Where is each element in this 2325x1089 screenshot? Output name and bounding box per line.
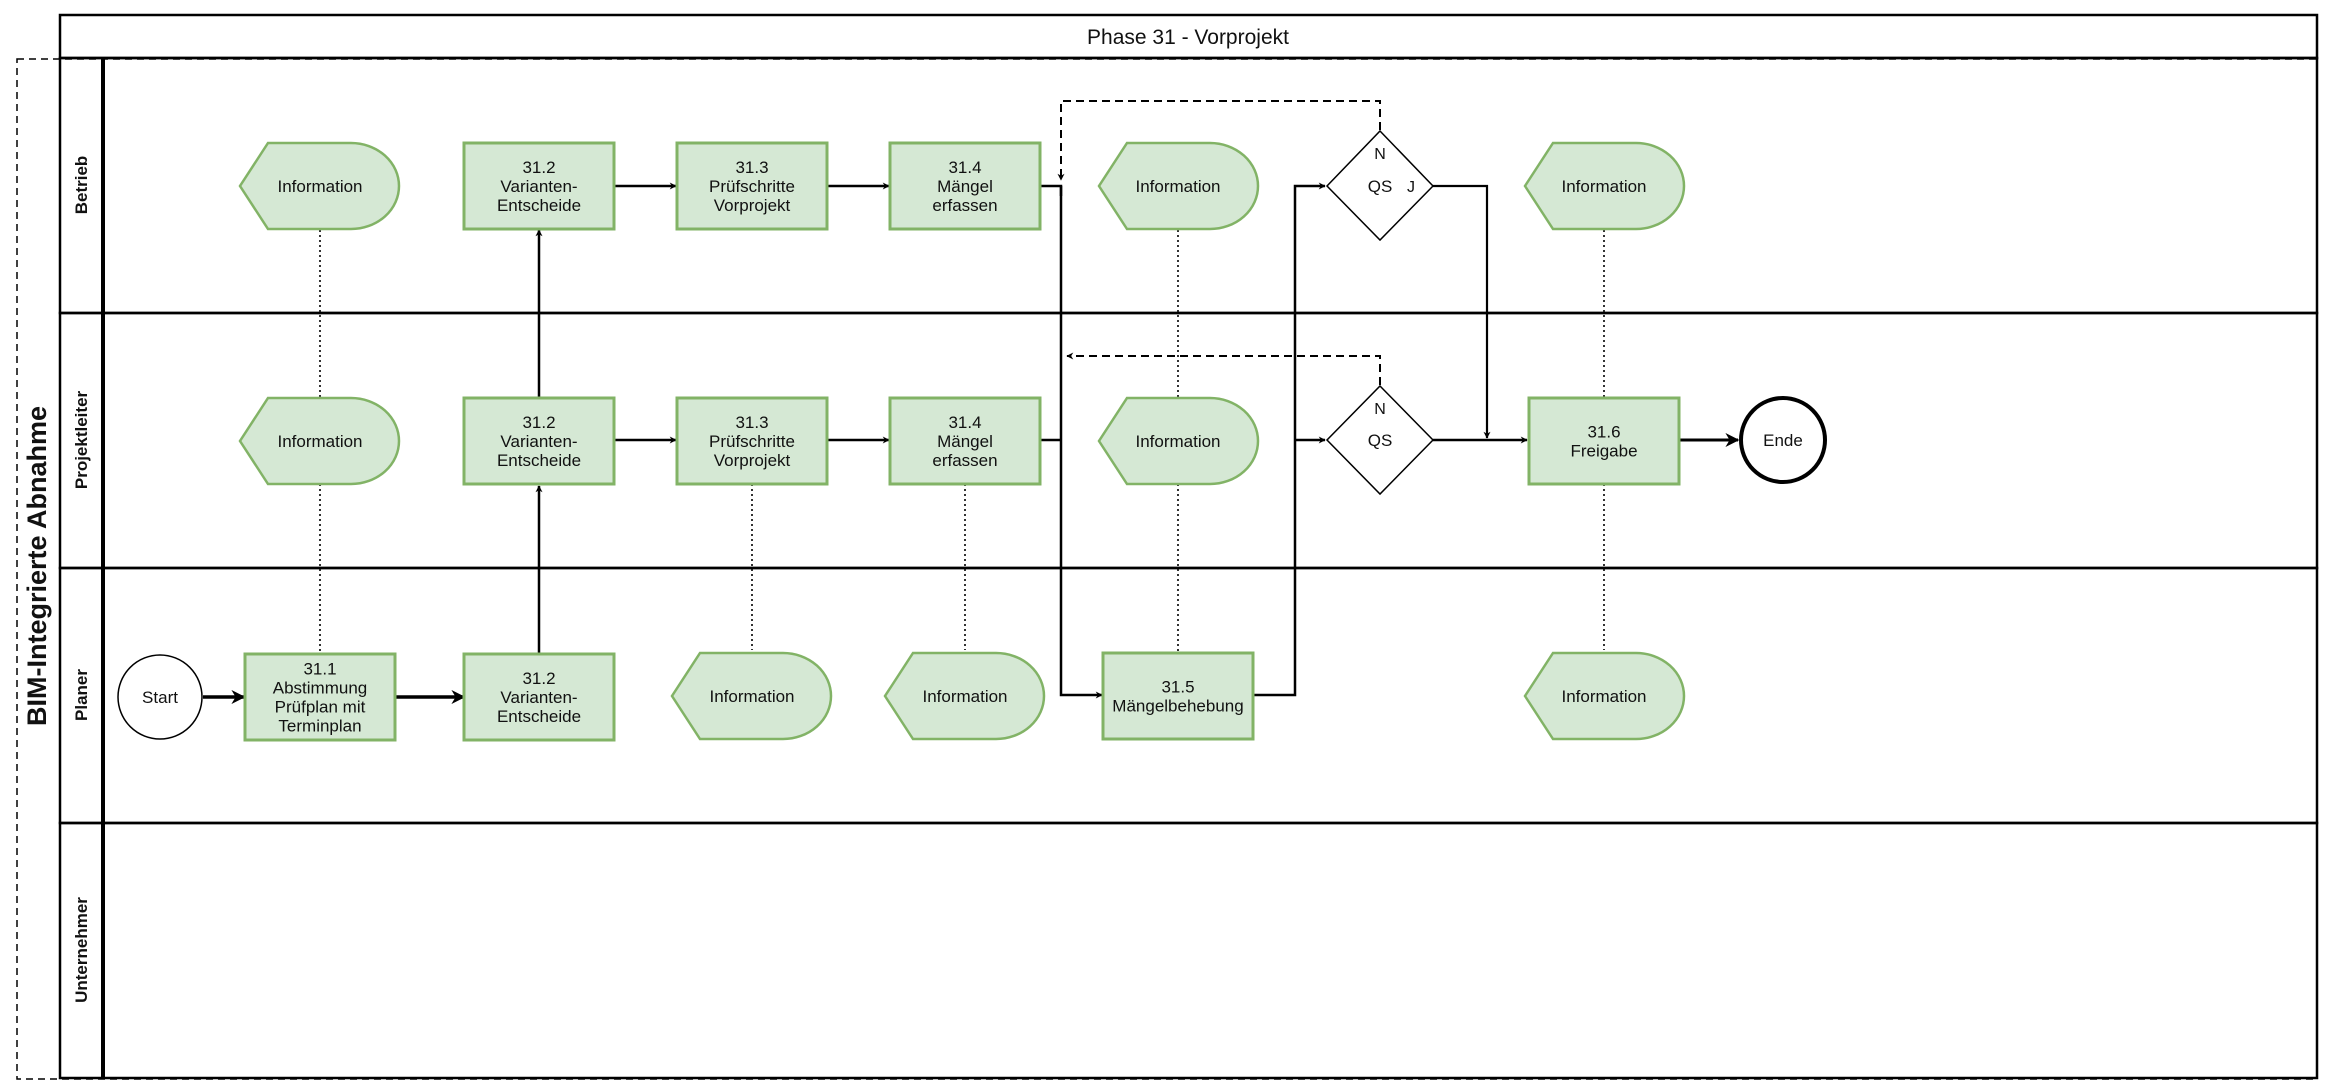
lane-label-unternehmer: Unternehmer xyxy=(72,897,91,1003)
information-node: Information xyxy=(238,141,401,231)
decision-no-label: N xyxy=(1374,401,1386,418)
svg-text:Information: Information xyxy=(1561,177,1646,196)
flow-qs-p-no xyxy=(1066,352,1381,385)
lane-unternehmer: Unternehmer xyxy=(58,821,2319,1080)
lane-label-betrieb: Betrieb xyxy=(72,156,91,215)
decision-qs-projektleiter[interactable]: QS N xyxy=(1325,384,1435,496)
svg-text:Information: Information xyxy=(1135,177,1220,196)
flow-qs-b-no xyxy=(1057,100,1381,181)
pool-title: BIM-Integrierte Abnahme xyxy=(22,406,52,726)
svg-text:Information: Information xyxy=(277,432,362,451)
information-node: Information xyxy=(1097,141,1260,231)
flow-merge-to-315 xyxy=(1059,186,1103,699)
end-event[interactable]: Ende xyxy=(1739,396,1827,484)
information-node: Information xyxy=(1097,396,1260,486)
svg-text:QS: QS xyxy=(1368,431,1393,450)
svg-text:QS: QS xyxy=(1368,177,1393,196)
information-node: Information xyxy=(1523,651,1686,741)
lane-label-planer: Planer xyxy=(72,669,91,721)
flow-b314-to-merge xyxy=(1040,184,1063,196)
phase-title: Phase 31 - Vorprojekt xyxy=(1087,26,1289,49)
information-node: Information xyxy=(883,651,1046,741)
start-event[interactable]: Start xyxy=(117,654,203,740)
information-node: Information xyxy=(1523,141,1686,231)
phase-header xyxy=(58,13,2319,60)
lane-label-projektleiter: Projektleiter xyxy=(72,390,91,489)
decision-qs-betrieb[interactable]: QS N J xyxy=(1325,129,1435,242)
svg-text:Information: Information xyxy=(277,177,362,196)
svg-text:Information: Information xyxy=(1561,687,1646,706)
associations xyxy=(319,230,1605,653)
information-node: Information xyxy=(670,651,833,741)
svg-text:Information: Information xyxy=(1135,432,1220,451)
svg-text:Information: Information xyxy=(922,687,1007,706)
svg-text:Ende: Ende xyxy=(1763,431,1803,450)
decision-yes-label: J xyxy=(1407,179,1415,196)
information-node: Information xyxy=(238,396,401,486)
svg-text:Start: Start xyxy=(142,688,178,707)
flows xyxy=(203,100,1740,704)
svg-text:Information: Information xyxy=(709,687,794,706)
decision-no-label: N xyxy=(1374,146,1386,163)
flow-qs-b-yes xyxy=(1433,184,1491,439)
